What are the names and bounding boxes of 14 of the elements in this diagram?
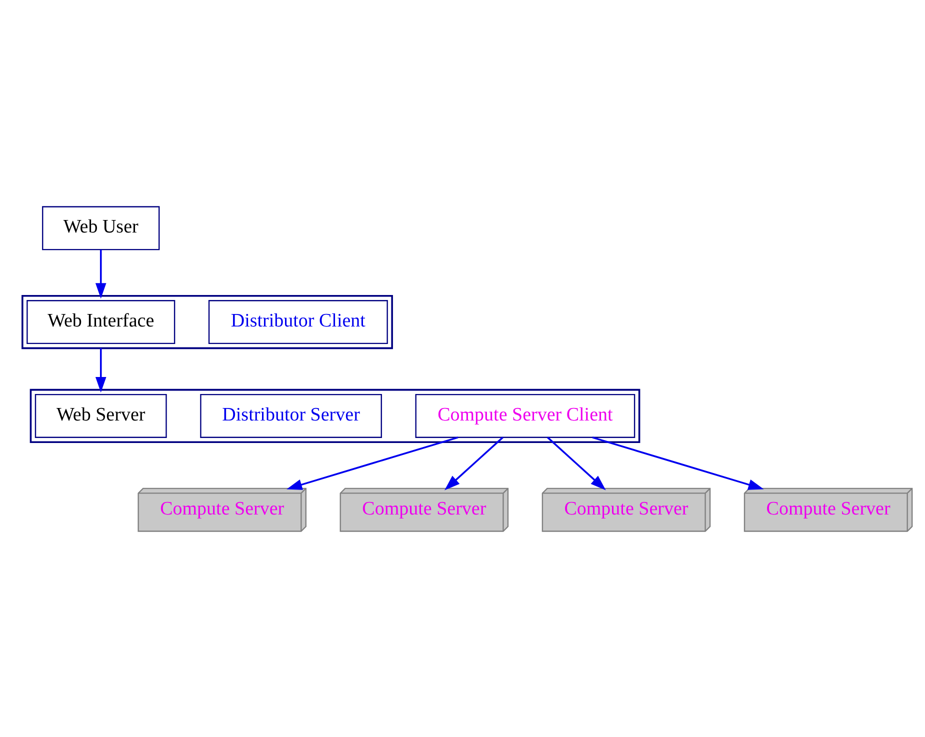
arrow [444,436,504,490]
arrow [95,249,106,298]
node-box: Web User [42,206,160,250]
arrow [547,436,606,490]
node-box: Distributor Server [200,393,382,438]
node-box: Distributor Client [208,300,388,344]
cluster [30,388,640,442]
arrow [95,348,106,392]
arrow [592,436,764,490]
cluster [22,294,393,349]
node-box: Compute Server Client [415,393,636,438]
arrow [286,436,458,490]
node-box: Web Server [34,393,167,438]
node-box: Web Interface [26,300,176,344]
